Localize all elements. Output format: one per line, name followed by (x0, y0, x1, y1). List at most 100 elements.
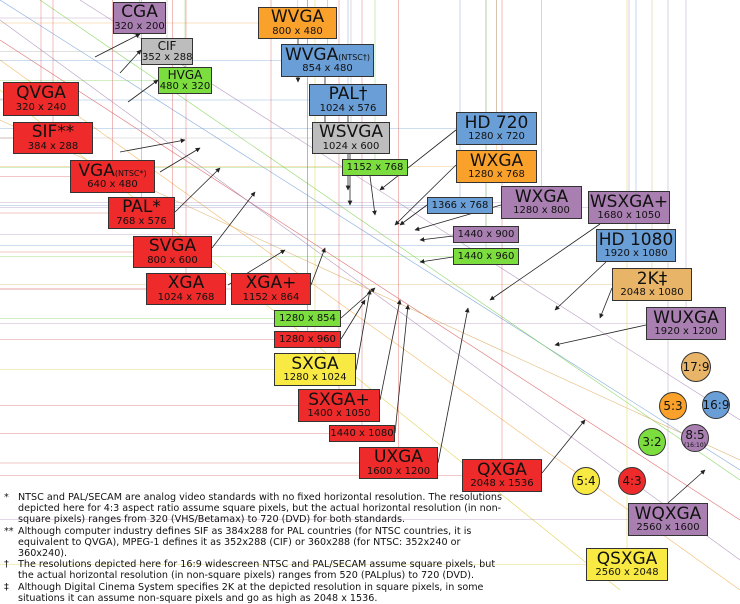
pointer-arrow (419, 235, 454, 242)
resolution-name-text: WUXGA (653, 307, 719, 328)
resolution-name-text: HD 720 (464, 112, 529, 133)
resolution-name-text: WQXGA (634, 503, 702, 524)
pointer-arrow (127, 79, 159, 103)
resolution-dims: 800 x 480 (272, 25, 323, 37)
resolution-dims: 640 x 480 (87, 179, 138, 191)
resolution-dims: 1152 x 768 (346, 162, 404, 173)
footnote-text: NTSC and PAL/SECAM are analog video stan… (18, 492, 502, 526)
aspect-ratio-r16_9: 16:9 (702, 391, 730, 419)
aspect-ratio-label: 16:9 (702, 398, 730, 412)
footnote: ‡Although Digital Cinema System specifie… (4, 582, 504, 604)
resolution-name-text: HD 1080 (598, 229, 674, 250)
pointer-arrow (174, 167, 221, 213)
pointer-arrow (355, 289, 372, 371)
resolution-dims: 1024 x 768 (157, 291, 215, 303)
resolution-dims: 1400 x 1050 (307, 408, 371, 420)
resolution-box-vga: VGA(NTSC*)640 x 480 (70, 160, 155, 193)
pointer-arrow (489, 223, 601, 301)
resolution-name-text: WSVGA (318, 122, 384, 142)
footnotes: *NTSC and PAL/SECAM are analog video sta… (4, 492, 504, 604)
pointer-arrow (119, 49, 142, 74)
resolution-dims: 2560 x 1600 (636, 522, 700, 534)
pointer-arrow (310, 247, 326, 286)
resolution-box-wvgantsc: WVGA(NTSC†)854 x 480 (281, 44, 374, 77)
ratio-guide-line (0, 59, 740, 591)
resolution-name: UXGA (360, 448, 437, 467)
resolution-name: QVGA (4, 84, 78, 103)
resolution-dims: 1280 x 768 (468, 169, 525, 181)
resolution-box-r1440x1080: 1440 x 1080 (329, 425, 395, 442)
resolution-name: QXGA (463, 461, 541, 480)
resolution-name: WXGA (457, 150, 536, 171)
resolution-name-text: 2K‡ (636, 268, 668, 289)
pointer-arrow (379, 129, 457, 191)
resolution-name-text: SIF** (31, 122, 75, 142)
resolution-dims: 320 x 240 (15, 101, 67, 113)
resolution-box-pal: PAL†1024 x 576 (309, 84, 387, 116)
pointer-arrow (379, 299, 402, 401)
pointer-arrow (541, 419, 586, 474)
resolution-name: HD 720 (457, 112, 536, 133)
resolution-name-text: VGA (78, 160, 115, 181)
resolution-dims: 2048 x 1080 (620, 287, 684, 299)
resolution-dims: 800 x 600 (147, 254, 198, 266)
resolution-dims: 320 x 200 (114, 20, 165, 32)
resolution-dims: 1920 x 1200 (654, 326, 718, 338)
pointer-arrow (599, 287, 613, 319)
pointer-arrow (399, 204, 428, 226)
pointer-arrow (394, 304, 410, 434)
pointer-arrow (437, 307, 470, 464)
resolution-dims: 1680 x 1050 (597, 210, 661, 222)
resolution-box-wsxgaplus: WSXGA+1680 x 1050 (588, 191, 670, 224)
resolution-name-text: SVGA (148, 236, 197, 256)
aspect-ratio-label: 8:5 (685, 427, 705, 442)
resolution-box-r1152x768: 1152 x 768 (342, 159, 408, 176)
resolution-name-text: QSXGA (596, 548, 658, 569)
pointer-arrow (554, 261, 607, 311)
pointer-arrow (419, 256, 454, 264)
resolution-name-text: CGA (121, 2, 158, 22)
pointer-arrow (667, 469, 706, 504)
pointer-arrow (119, 138, 186, 153)
footnote-text: Although computer industry defines SIF a… (18, 525, 472, 560)
resolution-dims: 480 x 320 (159, 80, 211, 92)
resolution-dims: 1280 x 800 (513, 205, 570, 217)
resolution-dims: 1024 x 600 (322, 140, 380, 152)
resolution-box-r1440x900: 1440 x 900 (453, 226, 519, 243)
resolution-dims: 1024 x 576 (319, 102, 377, 114)
resolution-suffix: (NTSC*) (114, 168, 147, 178)
resolution-name: WSXGA+ (589, 193, 669, 212)
footnote-text: The resolutions depicted here for 16:9 w… (18, 559, 496, 582)
resolution-dims: 1152 x 864 (242, 291, 300, 303)
resolution-name: 2K‡ (613, 268, 691, 289)
resolution-name: WQXGA (629, 503, 707, 524)
aspect-ratio-r17_9: 17:9 (681, 352, 711, 382)
resolution-name-text: WXGA (514, 186, 569, 207)
resolution-name: WVGA(NTSC†) (282, 46, 373, 65)
aspect-ratio-r5_4: 5:4 (572, 467, 600, 495)
aspect-ratio-r8_5: 8:5(16:10) (681, 424, 709, 452)
pointer-arrow (340, 299, 366, 340)
resolution-name: PAL† (310, 85, 386, 104)
resolution-dims: 352 x 288 (142, 51, 193, 63)
aspect-ratio-sublabel: (16:10) (684, 441, 706, 449)
resolution-name-text: SXGA+ (308, 389, 370, 410)
resolution-dims: 1440 x 900 (457, 229, 515, 240)
footnote: **Although computer industry defines SIF… (4, 526, 504, 560)
resolution-dims: 2048 x 1536 (470, 478, 534, 490)
resolution-dims: 1440 x 960 (457, 251, 515, 262)
resolution-name: HVGA (159, 69, 211, 82)
resolution-name-text: WXGA (469, 150, 524, 171)
